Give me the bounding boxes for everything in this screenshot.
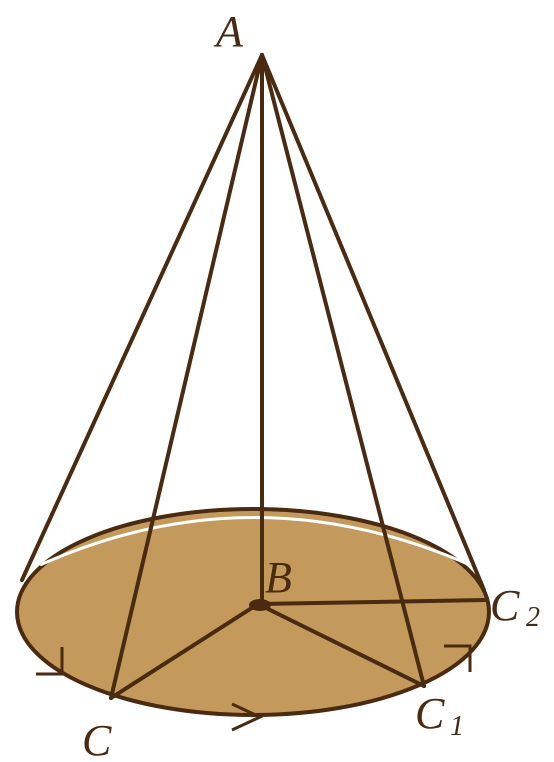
radius-b-c bbox=[109, 602, 260, 700]
base-rim-highlight bbox=[39, 516, 471, 567]
label-point-c2-subscript: 2 bbox=[526, 602, 540, 633]
radius-b-c2 bbox=[256, 598, 488, 606]
label-point-c1-subscript: 1 bbox=[450, 711, 464, 742]
label-point-c2: C bbox=[490, 581, 520, 630]
center-point-b bbox=[249, 599, 271, 611]
rim-arrow-left bbox=[36, 647, 64, 676]
edge-a-c2 bbox=[260, 53, 486, 592]
rim-arrow-right bbox=[444, 644, 472, 672]
label-center-b: B bbox=[265, 553, 292, 602]
label-point-c1: C bbox=[415, 689, 445, 738]
edge-a-left-rim bbox=[20, 53, 264, 582]
edge-a-c1 bbox=[260, 53, 426, 688]
radius-b-c1 bbox=[256, 602, 426, 688]
rim-arrow-front bbox=[231, 702, 264, 732]
label-apex-a: A bbox=[213, 7, 244, 56]
label-point-c: C bbox=[82, 716, 112, 762]
edge-a-c bbox=[109, 53, 264, 700]
